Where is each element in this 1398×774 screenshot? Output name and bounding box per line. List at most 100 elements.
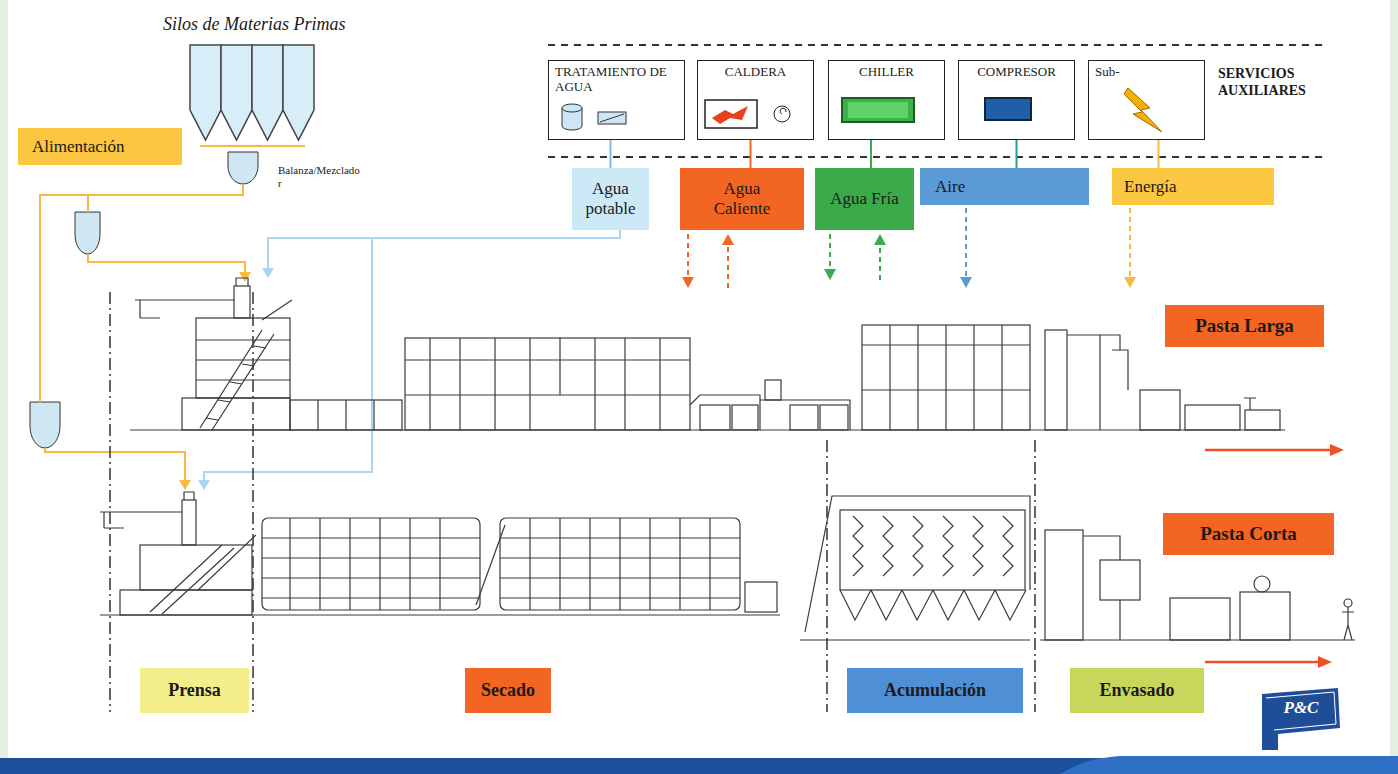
short-pasta-line — [120, 590, 252, 615]
service-connector — [610, 140, 612, 168]
logo-text: P&C — [1268, 698, 1334, 718]
long-pasta-line — [820, 405, 848, 430]
short-pasta-line — [853, 516, 1013, 576]
node-text: CALDERA — [704, 65, 807, 80]
side-strip — [1390, 0, 1398, 758]
direction-arrow — [1205, 444, 1344, 668]
feed-line — [88, 254, 245, 272]
feed-hopper — [228, 152, 258, 184]
short-pasta-line — [476, 525, 505, 605]
feed-line — [87, 195, 89, 212]
long-pasta-line — [135, 300, 292, 320]
footer-bar — [0, 756, 1398, 774]
node-text: Agua Caliente — [700, 179, 784, 218]
service-icon — [600, 114, 624, 122]
short-pasta-line — [100, 492, 1355, 640]
service-icon — [774, 106, 790, 122]
service-icon — [842, 98, 914, 122]
utility-flow-arrow — [727, 244, 729, 288]
long-pasta-line — [1244, 398, 1256, 410]
short-pasta-line — [1045, 530, 1083, 640]
service-icon — [780, 108, 786, 114]
water-line — [204, 238, 372, 480]
long-pasta-line — [130, 278, 1285, 430]
node-text: TRATAMIENTO DE AGUA — [555, 65, 678, 95]
long-pasta-line — [765, 380, 781, 400]
service-box: COMPRESOR — [958, 60, 1075, 140]
feed-hopper — [75, 212, 100, 254]
raw-material-silo — [190, 45, 221, 140]
feed-arrowhead — [239, 272, 251, 282]
utility-arrowhead — [682, 277, 694, 288]
stage-label: Secado — [465, 668, 551, 713]
feed-hopper — [30, 402, 60, 448]
silo-title: Silos de Materias Primas — [163, 14, 413, 36]
utility-arrowhead — [1124, 277, 1136, 288]
short-pasta-line — [1119, 600, 1120, 640]
service-divider — [548, 45, 1325, 157]
direction-arrow — [1205, 661, 1320, 664]
service-icon — [848, 102, 908, 118]
service-icon — [562, 88, 1162, 132]
long-pasta-line — [790, 405, 818, 430]
side-strip — [0, 0, 8, 758]
service-icon — [1124, 88, 1162, 132]
long-pasta-line — [290, 400, 402, 430]
service-box: Sub- — [1088, 60, 1205, 140]
long-pasta-line — [196, 318, 290, 398]
short-pasta-line — [182, 500, 196, 545]
utility-label: Agua potable — [572, 168, 649, 230]
stage-divider — [826, 440, 828, 712]
water-line — [268, 230, 620, 268]
short-pasta-line — [150, 535, 256, 614]
node-text: Sub- — [1095, 65, 1198, 80]
node-text: COMPRESOR — [965, 65, 1068, 80]
scale-label: Balanza/Mezclado r — [278, 164, 366, 190]
node-text: Agua potable — [576, 179, 645, 218]
utility-flow-arrow — [965, 208, 967, 278]
utility-arrowhead — [824, 269, 836, 280]
short-pasta-line — [262, 518, 480, 610]
water-line — [204, 230, 620, 480]
service-icon — [562, 104, 582, 112]
side-strip — [0, 0, 1398, 758]
node-text: Prensa — [146, 680, 243, 701]
company-logo — [1262, 688, 1340, 750]
utility-arrowhead — [960, 277, 972, 288]
water-arrowhead — [198, 480, 210, 490]
stage-divider — [1034, 440, 1036, 712]
line-label: Pasta Corta — [1163, 513, 1334, 555]
node-text: Secado — [471, 680, 545, 701]
stage-label: Prensa — [140, 668, 249, 713]
feed-line — [40, 184, 245, 480]
stage-divider — [109, 292, 111, 712]
line-label: Pasta Larga — [1165, 305, 1324, 347]
node-text: Alimentación — [32, 137, 168, 157]
utility-arrowhead — [682, 234, 1136, 288]
feed-label: Alimentación — [18, 128, 182, 165]
services-heading: SERVICIOS AUXILIARES — [1218, 66, 1333, 100]
short-pasta-line — [1254, 576, 1270, 592]
service-icon — [985, 98, 1031, 120]
node-text: Envasado — [1076, 680, 1198, 701]
silo-outlet — [200, 145, 305, 147]
short-pasta-line — [800, 496, 1030, 640]
service-connector — [750, 140, 752, 168]
node-text: CHILLER — [835, 65, 938, 80]
service-divider — [548, 156, 1325, 158]
raw-material-silo — [252, 45, 283, 140]
node-text: Pasta Larga — [1171, 315, 1318, 337]
short-pasta-line — [1344, 599, 1352, 607]
feed-arrowhead — [179, 480, 191, 490]
utility-label: Energía — [1112, 168, 1274, 205]
footer-bar — [1060, 756, 1398, 774]
node-text: Acumulación — [853, 680, 1017, 701]
short-pasta-line — [745, 582, 777, 612]
direction-arrow — [1330, 444, 1344, 456]
service-divider — [548, 44, 1325, 46]
short-pasta-line — [1240, 592, 1290, 640]
long-pasta-line — [200, 330, 274, 430]
